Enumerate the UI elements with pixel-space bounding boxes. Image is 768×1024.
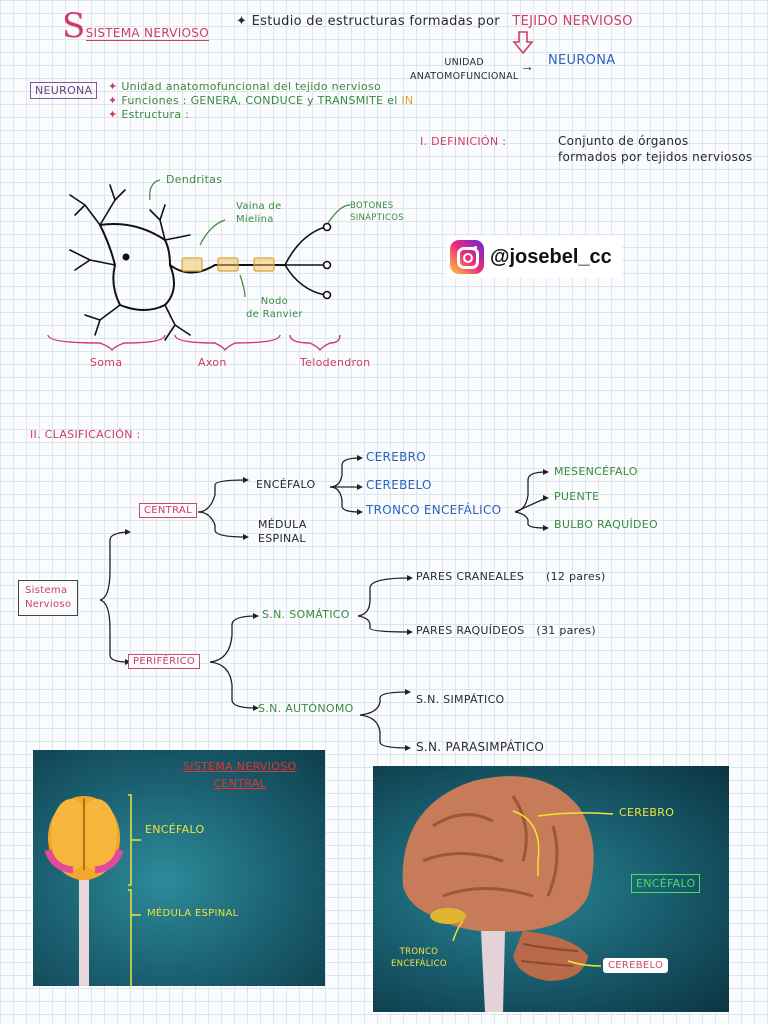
definicion-text: Conjunto de órganos formados por tejidos… [558, 134, 753, 164]
puente-node: PUENTE [554, 490, 600, 503]
encefalo-node: ENCÉFALO [256, 478, 316, 491]
root-node: Sistema Nervioso [18, 580, 79, 616]
page-title-text: Sistema nervioso [85, 26, 209, 41]
arrow-right-icon: → [520, 58, 534, 74]
dendritas-label: Dendritas [166, 173, 223, 186]
craneales-node: PARES CRANEALES (12 pares) [416, 570, 606, 583]
bullet-2: ✦ Funciones : GENERA, CONDUCE y TRANSMIT… [108, 94, 414, 107]
simpatico-node: S.N. SIMPÁTICO [416, 693, 505, 706]
raquideos-node: PARES RAQUÍDEOS (31 pares) [416, 624, 596, 637]
botones-label: BOTONES SINÁPTICOS [350, 201, 404, 223]
neuron-diagram [47, 179, 351, 352]
classification-tree [99, 455, 549, 751]
nodo-label: Nodo de Ranvier [246, 296, 303, 320]
photo-encefalo: CEREBRO ENCÉFALO TRONCO ENCEFÁLICO CEREB… [373, 766, 729, 1012]
mesencefalo-node: MESENCÉFALO [554, 465, 638, 478]
cerebro-node: CEREBRO [366, 450, 426, 464]
brain-illustration [402, 776, 614, 1012]
photo-snc-encefalo: ENCÉFALO [145, 823, 205, 836]
bullet-3: ✦ Estructura : [108, 108, 190, 121]
photo-encefalo-cerebelo: CEREBELO [603, 958, 669, 973]
autonomo-node: S.N. AUTÓNOMO [258, 702, 354, 715]
snc-illustration [44, 794, 141, 986]
medula-node: MÉDULA ESPINAL [258, 518, 307, 545]
neurona-bullets: ✦ Unidad anatomofuncional del tejido ner… [108, 80, 413, 122]
instagram-icon [450, 240, 484, 274]
tejido-nervioso: TEJIDO NERVIOSO [512, 14, 633, 29]
photo-encefalo-tronco: TRONCO ENCEFÁLICO [391, 947, 447, 969]
telodendron-label: Telodendron [300, 356, 371, 369]
bulbo-node: BULBO RAQUÍDEO [554, 518, 658, 531]
periferico-node: PERIFÉRICO [128, 654, 201, 669]
photo-snc-medula: MÉDULA ESPINAL [147, 908, 239, 919]
photo-snc: SISTEMA NERVIOSO CENTRAL ENCÉFALO MÉDULA… [33, 750, 325, 986]
instagram-handle: @josebel_cc [490, 245, 612, 268]
photo-encefalo-cerebro: CEREBRO [619, 806, 675, 819]
vaina-label: Vaina de Mielina [236, 201, 282, 225]
unidad-label: UNIDAD ANATOMOFUNCIONAL [410, 57, 519, 82]
instagram-badge[interactable]: @josebel_cc [446, 236, 622, 278]
study-line: ✦ Estudio de estructuras formadas por TE… [236, 14, 633, 29]
page-title: SSistema nervioso [62, 6, 209, 46]
photo-encefalo-label: ENCÉFALO [631, 874, 701, 893]
neurona-label: NEURONA [548, 53, 616, 68]
somatico-node: S.N. SOMÁTICO [262, 608, 350, 621]
tronco-node: TRONCO ENCEFÁLICO [366, 503, 502, 517]
parasimpatico-node: S.N. PARASIMPÁTICO [416, 740, 545, 754]
bullet-1: ✦ Unidad anatomofuncional del tejido ner… [108, 80, 382, 93]
axon-label: Axon [198, 356, 227, 369]
arrow-down-icon [512, 31, 534, 55]
cerebelo-node: CEREBELO [366, 478, 432, 492]
central-node: CENTRAL [139, 503, 197, 518]
soma-label: Soma [90, 356, 123, 369]
clasificacion-heading: II. CLASIFICACIÓN : [30, 428, 141, 441]
photo-snc-title: SISTEMA NERVIOSO CENTRAL [183, 760, 297, 790]
definicion-heading: I. DEFINICIÓN : [420, 135, 507, 148]
neurona-box: NEURONA [30, 82, 98, 99]
